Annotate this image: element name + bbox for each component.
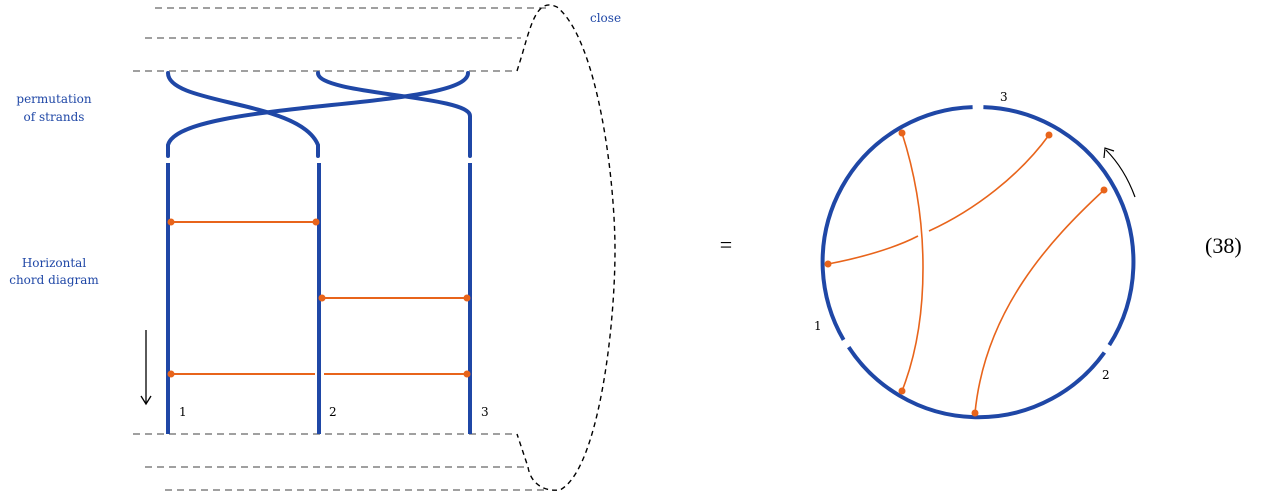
arc-3-to-2 [983, 105, 1136, 347]
arc-1-to-3 [820, 105, 973, 341]
horizontal-label-line1: Horizontal [22, 256, 87, 270]
strand-label-2: 2 [329, 405, 337, 419]
chord-endpoints [167, 218, 471, 378]
strand-label-3: 3 [481, 405, 489, 419]
dashed-top-lines [133, 7, 547, 72]
close-loop [516, 4, 616, 491]
permutation-label-line1: permutation [16, 92, 91, 106]
equals-sign: = [720, 232, 732, 257]
arc-label-1: 1 [814, 319, 822, 333]
horizontal-label-line2: chord diagram [9, 273, 99, 287]
close-label: close [590, 11, 621, 25]
circle-chord-a [901, 132, 924, 392]
horizontal-chords [171, 221, 467, 375]
permutation-of-strands [166, 71, 472, 158]
dashed-bottom-lines [133, 433, 545, 491]
arc-label-3: 3 [1000, 90, 1008, 104]
circle-chord-b-left [827, 235, 919, 265]
down-arrow-icon [140, 330, 152, 406]
orientation-arrow-icon [1103, 147, 1136, 198]
circle-chord-b-right [928, 134, 1050, 232]
circle-chord-endpoints [824, 129, 1108, 417]
arc-label-2: 2 [1102, 368, 1110, 382]
permutation-label-line2: of strands [24, 110, 85, 124]
circle-arcs [820, 105, 1136, 420]
circle-chord-c [974, 189, 1105, 414]
equation-number: (38) [1205, 233, 1242, 258]
arc-2-to-1 [847, 346, 1107, 420]
circle-chords [827, 132, 1105, 414]
strand-label-1: 1 [179, 405, 187, 419]
